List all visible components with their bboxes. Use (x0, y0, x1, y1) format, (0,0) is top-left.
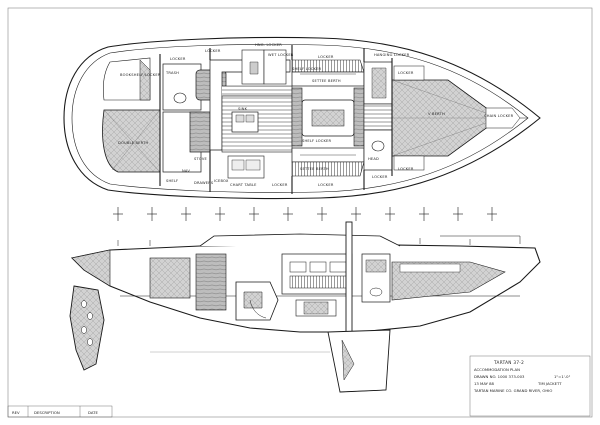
label-locker-low: LOCKER (272, 183, 288, 187)
galley-stove (189, 111, 211, 153)
label-wet-locker: WET LOCKER (268, 53, 294, 57)
profile-view (69, 221, 541, 393)
head-bowl-aft (173, 92, 187, 104)
label-drawers: DRAWERS (194, 181, 214, 185)
mast-section (345, 221, 353, 333)
label-locker-fwd-top: LOCKER (318, 55, 334, 59)
title-line3: DRAWN NO. 1000 373-003 (474, 374, 525, 379)
label-shelf-locker-port: SHELF LOCKER (292, 67, 322, 71)
label-locker-low-fwd: LOCKER (318, 183, 334, 187)
label-shelf: SHELF (166, 179, 178, 183)
inner-hull-line (71, 44, 529, 193)
label-head: HEAD (368, 157, 379, 161)
label-bookshelf-locker: BOOKSHELF/LOCKER (120, 73, 161, 77)
title-scale: 1"=1'-0" (554, 374, 571, 379)
title-line5: TARTAN MARINE CO. GRAND RIVER, OHIO (473, 388, 552, 393)
keel (327, 329, 391, 393)
label-shelf-locker-stbd: SHELF LOCKER (302, 139, 332, 143)
title-drawn-by: TIM JACKETT (537, 381, 562, 386)
title-line1: TARTAN 37-2 (493, 360, 524, 365)
label-hanging-locker-fwd: HANGING LOCKER (374, 53, 410, 57)
label-trash: TRASH (165, 71, 179, 75)
label-sink: SINK (238, 107, 248, 111)
label-settee-berth: SETTEE BERTH (312, 79, 341, 83)
label-hanging-locker: HNG. LOCKER (255, 43, 282, 47)
label-locker-top-mid: LOCKER (205, 49, 221, 53)
revision-block: REV DESCRIPTION DATE (7, 405, 113, 418)
double-berth-shape (102, 109, 161, 173)
label-chart-table: CHART TABLE (230, 183, 257, 187)
label-settee-low: SETTEE BERTH (300, 167, 329, 171)
label-locker-bow-low2: LOCKER (398, 167, 414, 171)
rev-description-header: DESCRIPTION (34, 410, 60, 415)
label-double-berth: DOUBLE BERTH (118, 141, 148, 145)
label-locker-port-aft: LOCKER (170, 57, 186, 61)
title-block: TARTAN 37-2 ACCOMMODATION PLAN DRAWN NO.… (469, 355, 591, 417)
label-stove: STOVE (194, 157, 208, 161)
station-marks (113, 207, 497, 221)
rev-date-header: DATE (88, 410, 98, 415)
sheet-border (7, 7, 593, 418)
title-date: 13 MAY 88 (474, 381, 495, 386)
label-icebox: ICEBOX (214, 179, 229, 183)
label-chain-locker: CHAIN LOCKER (484, 114, 514, 118)
rev-header: REV (12, 410, 20, 415)
label-nav: NAV (182, 169, 190, 173)
head-bowl-fwd (371, 140, 385, 152)
plan-view: LOCKER LOCKER HNG. LOCKER WET LOCKER LOC… (63, 36, 541, 200)
label-v-berth: V BERTH (428, 112, 445, 116)
label-locker-fwd: LOCKER (398, 71, 414, 75)
rudder (69, 285, 105, 371)
title-line2: ACCOMMODATION PLAN (474, 367, 520, 372)
label-locker-bow-low: LOCKER (372, 175, 388, 179)
